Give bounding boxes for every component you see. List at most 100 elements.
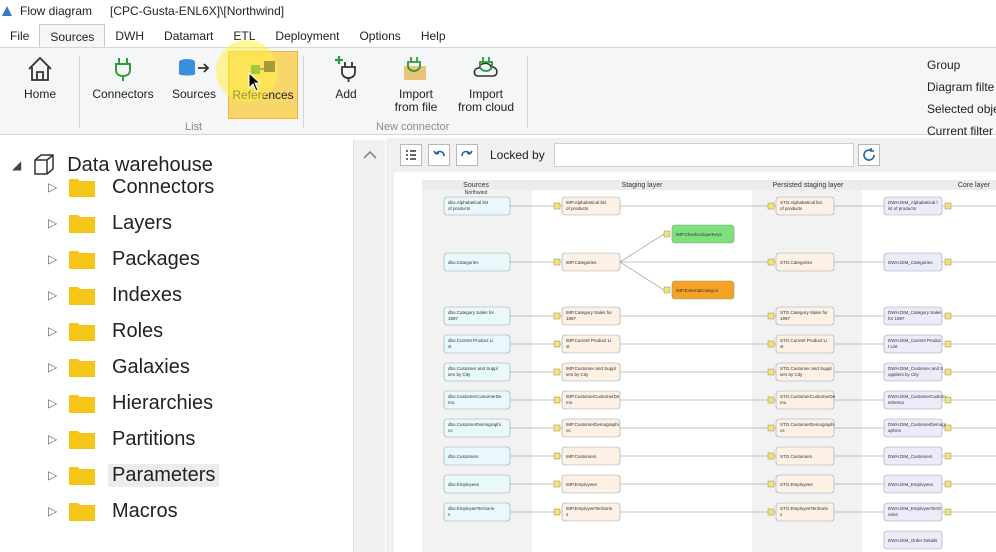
persisted-staging-node-label: STG.Customers bbox=[780, 454, 813, 459]
flow-marker bbox=[944, 368, 952, 376]
persisted-staging-node bbox=[775, 446, 835, 466]
tree-item-partitions[interactable]: ▷ Partitions bbox=[48, 424, 199, 454]
expand-arrow-icon[interactable]: ▷ bbox=[48, 360, 58, 374]
expand-arrow-icon[interactable]: ▷ bbox=[48, 180, 58, 194]
tab-datamart[interactable]: Datamart bbox=[164, 29, 214, 43]
list-icon bbox=[406, 150, 416, 160]
staging-node-label: s bbox=[566, 512, 569, 517]
import-file-label-2: from file bbox=[394, 100, 438, 114]
source-node-label: dbo.Customer and Suppl bbox=[448, 366, 498, 371]
expand-arrow-icon[interactable]: ▷ bbox=[48, 288, 58, 302]
tree-item-macros[interactable]: ▷Macros bbox=[48, 496, 182, 526]
flow-marker bbox=[944, 424, 952, 432]
core-node-label: ist of products bbox=[888, 206, 917, 211]
tree-item-label: Partitions bbox=[112, 427, 196, 450]
core-node-label: DWH.DIM_CustomerDemogr bbox=[888, 422, 947, 427]
core-node bbox=[883, 362, 943, 382]
tab-help[interactable]: Help bbox=[420, 29, 446, 43]
tab-etl[interactable]: ETL bbox=[233, 29, 256, 43]
group-item[interactable]: Group bbox=[927, 58, 961, 72]
current-filter-item[interactable]: Current filter bbox=[927, 124, 994, 138]
expand-arrow-icon[interactable]: ▷ bbox=[48, 396, 58, 410]
core-node-label: DWH.DIM_Categories bbox=[888, 260, 933, 265]
source-node-label: of products bbox=[448, 206, 471, 211]
core-node-label: DWH.DIM_EmployeeTerrit bbox=[888, 506, 942, 511]
column-title: Core layer bbox=[958, 182, 991, 189]
import-from-cloud-button[interactable]: Import from cloud bbox=[456, 54, 516, 114]
source-node-label: dbo.CustomerCustomerDe bbox=[448, 394, 502, 399]
home-label: Home bbox=[23, 87, 56, 101]
source-node-label: st bbox=[448, 344, 452, 349]
expand-arrow-icon[interactable]: ▷ bbox=[48, 324, 58, 338]
tree-item-galaxies[interactable]: ▷Galaxies bbox=[48, 352, 194, 382]
tab-sources[interactable]: Sources bbox=[39, 24, 106, 48]
redo-button[interactable] bbox=[456, 144, 478, 166]
references-button[interactable]: References bbox=[228, 51, 298, 119]
tab-file[interactable]: File bbox=[10, 29, 30, 43]
source-node-label: mo bbox=[448, 400, 455, 405]
ribbon: Home Connectors Sources References List … bbox=[0, 47, 996, 138]
scroll-up-icon[interactable] bbox=[362, 150, 378, 160]
core-node-label: erDemo bbox=[888, 400, 905, 405]
persisted-staging-node-label: st bbox=[780, 344, 784, 349]
flow-marker bbox=[767, 396, 775, 404]
add-button[interactable]: Add bbox=[328, 54, 364, 101]
selected-objects-item[interactable]: Selected obje bbox=[927, 102, 996, 116]
persisted-staging-node bbox=[775, 474, 835, 494]
core-node-label: DWH.DIM_Order Details bbox=[888, 538, 938, 543]
staging-node-label: mo bbox=[566, 400, 573, 405]
tree-item-packages[interactable]: ▷Packages bbox=[48, 244, 204, 274]
tree-item-roles[interactable]: ▷Roles bbox=[48, 316, 167, 346]
sources-button[interactable]: Sources bbox=[168, 54, 220, 101]
import-from-file-button[interactable]: Import from file bbox=[390, 54, 442, 114]
staging-node-label: IMP.EmployeeTerritorie bbox=[566, 506, 613, 511]
persisted-staging-node-label: iers by City bbox=[780, 372, 803, 377]
flow-marker bbox=[553, 368, 561, 376]
connectors-label: Connectors bbox=[92, 87, 154, 101]
expand-arrow-icon[interactable]: ▷ bbox=[48, 468, 58, 482]
connectors-button[interactable]: Connectors bbox=[90, 54, 156, 101]
source-node bbox=[443, 334, 511, 354]
tab-deployment[interactable]: Deployment bbox=[275, 29, 340, 43]
persisted-staging-node-label: STG.CustomerCustomerDe bbox=[780, 394, 836, 399]
core-node-label: aphics bbox=[888, 428, 902, 433]
locked-by-field[interactable] bbox=[554, 143, 854, 167]
tree-item-layers[interactable]: ▷Layers bbox=[48, 208, 176, 238]
expand-arrow-icon[interactable]: ▷ bbox=[48, 216, 58, 230]
core-node bbox=[883, 390, 943, 410]
persisted-staging-node bbox=[775, 362, 835, 382]
source-node bbox=[443, 390, 511, 410]
tree-item-label: Parameters bbox=[108, 463, 220, 487]
persisted-staging-node-label: STG.Categories bbox=[780, 260, 813, 265]
flow-marker bbox=[944, 340, 952, 348]
persisted-staging-node-label: STG.EmployeeTerritorie bbox=[780, 506, 829, 511]
flow-marker bbox=[944, 312, 952, 320]
undo-icon bbox=[433, 150, 445, 157]
home-button[interactable]: Home bbox=[18, 54, 62, 101]
tree-root-data-warehouse[interactable]: ◢ Data warehouse bbox=[12, 152, 213, 178]
staging-node-label: 1997 bbox=[566, 316, 577, 321]
expand-arrow-icon[interactable]: ▷ bbox=[48, 504, 58, 518]
tab-options[interactable]: Options bbox=[359, 29, 401, 43]
diagram-filter-item[interactable]: Diagram filte bbox=[927, 80, 995, 94]
tree-item-parameters[interactable]: ▷ Parameters bbox=[48, 460, 220, 490]
tree-item-hierarchies[interactable]: ▷Hierarchies bbox=[48, 388, 217, 418]
flow-marker bbox=[767, 508, 775, 516]
undo-button[interactable] bbox=[428, 144, 450, 166]
persisted-staging-node-label: STG.Category Sales for bbox=[780, 310, 828, 315]
import-cloud-icon bbox=[473, 57, 498, 77]
expand-arrow-icon[interactable]: ▷ bbox=[48, 432, 58, 446]
list-view-button[interactable] bbox=[400, 144, 422, 166]
refresh-button[interactable] bbox=[858, 144, 880, 166]
tree-scrollbar[interactable] bbox=[353, 140, 385, 552]
folder-icon bbox=[69, 503, 95, 521]
staging-node bbox=[561, 474, 621, 494]
source-node-label: cs bbox=[448, 428, 453, 433]
persisted-staging-node-label: STG.CustomerDemographi bbox=[780, 422, 835, 427]
collapse-arrow-icon[interactable]: ◢ bbox=[12, 158, 22, 172]
tree-item-indexes[interactable]: ▷Indexes bbox=[48, 280, 186, 310]
expand-arrow-icon[interactable]: ▷ bbox=[48, 252, 58, 266]
tab-dwh[interactable]: DWH bbox=[115, 29, 145, 43]
tree-item-connectors[interactable]: ▷Connectors bbox=[48, 172, 218, 202]
